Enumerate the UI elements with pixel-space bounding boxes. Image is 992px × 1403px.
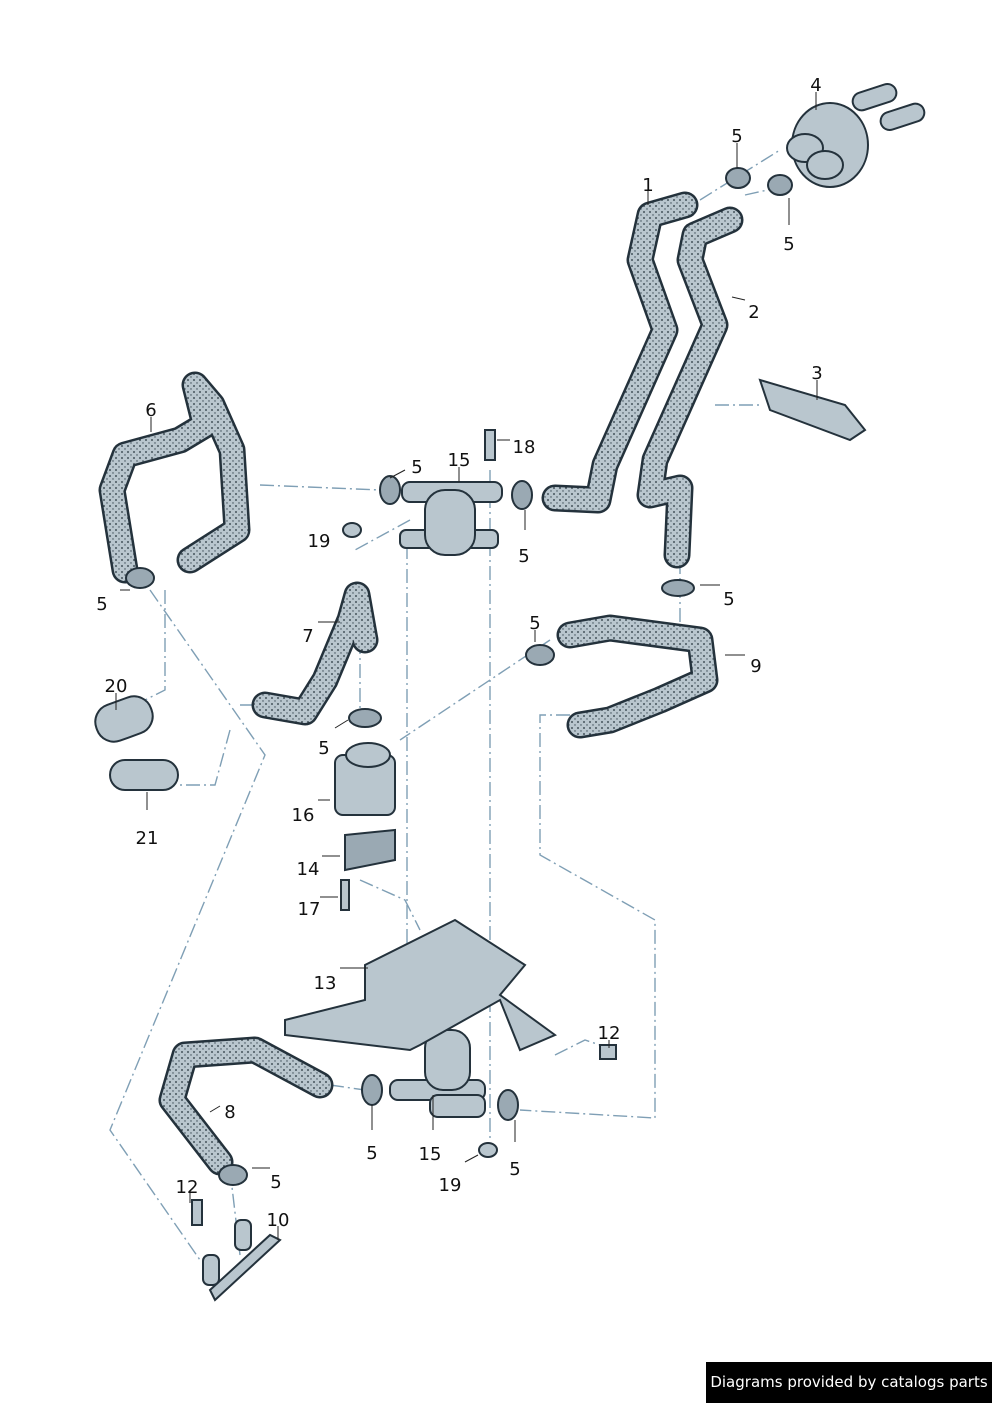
- callout-2: 2: [748, 302, 759, 323]
- callout-19: 19: [439, 1175, 462, 1196]
- assembly-lines: [109, 149, 791, 1261]
- flange-10: [202, 1219, 282, 1302]
- callout-9: 9: [750, 656, 761, 677]
- callout-16: 16: [292, 805, 315, 826]
- valve-15-lower: [389, 1029, 486, 1118]
- callout-5: 5: [270, 1172, 281, 1193]
- bolts-nuts: [191, 429, 617, 1226]
- callout-5: 5: [318, 738, 329, 759]
- callout-5: 5: [518, 546, 529, 567]
- hose-1: [541, 191, 699, 514]
- pump-16: [334, 742, 396, 816]
- connectors-20-21: [94, 695, 179, 791]
- hose-6: [98, 371, 251, 584]
- callout-5: 5: [783, 234, 794, 255]
- leader-lines: [115, 92, 818, 1240]
- callout-5: 5: [723, 589, 734, 610]
- callout-4: 4: [810, 75, 821, 96]
- hose-8: [158, 1036, 334, 1176]
- valve-15-upper: [399, 481, 503, 556]
- callout-10: 10: [267, 1210, 290, 1231]
- callout-1: 1: [642, 175, 653, 196]
- attribution-footer: Diagrams provided by catalogs parts: [706, 1362, 992, 1403]
- callout-19: 19: [308, 531, 331, 552]
- callout-5: 5: [366, 1143, 377, 1164]
- callout-5: 5: [96, 594, 107, 615]
- callout-5: 5: [509, 1159, 520, 1180]
- callout-3: 3: [811, 363, 822, 384]
- callout-8: 8: [224, 1102, 235, 1123]
- callout-5: 5: [411, 457, 422, 478]
- callout-15: 15: [419, 1144, 442, 1165]
- callout-14: 14: [297, 859, 320, 880]
- callout-5: 5: [731, 126, 742, 147]
- hose-2: [636, 206, 744, 569]
- hose-9: [556, 614, 719, 739]
- grommet-4: [786, 82, 926, 188]
- callout-21: 21: [136, 828, 159, 849]
- clamps: [125, 167, 793, 1186]
- hose-7: [251, 581, 379, 726]
- callout-5: 5: [529, 613, 540, 634]
- callout-17: 17: [298, 899, 321, 920]
- callout-20: 20: [105, 676, 128, 697]
- grommet-3: [758, 378, 867, 442]
- callout-7: 7: [302, 626, 313, 647]
- callout-12: 12: [176, 1177, 199, 1198]
- bracket-13: [284, 918, 558, 1052]
- callout-15: 15: [448, 450, 471, 471]
- callout-6: 6: [145, 400, 156, 421]
- callout-18: 18: [513, 437, 536, 458]
- callout-13: 13: [314, 973, 337, 994]
- callout-12: 12: [598, 1023, 621, 1044]
- bracket-14: [344, 828, 396, 872]
